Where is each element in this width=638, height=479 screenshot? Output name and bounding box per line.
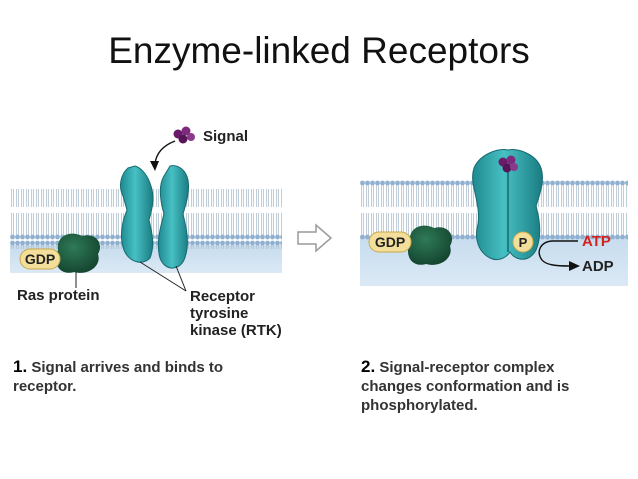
gdp-label-1: GDP: [25, 251, 55, 267]
atp-adp-arrowhead: [569, 261, 580, 271]
ras-protein-2: [407, 225, 453, 265]
signal-label: Signal: [203, 128, 248, 145]
caption-step-2: 2. Signal-receptor complex changes confo…: [361, 357, 631, 415]
signal-molecule-icon: [173, 126, 195, 144]
caption-1-line1: Signal arrives and binds to: [31, 359, 224, 376]
bound-signal-icon: [498, 155, 518, 173]
rtk-pointer-right: [175, 265, 187, 292]
slide-title: Enzyme-linked Receptors: [108, 30, 530, 71]
panel-2: GDP P ATP ADP: [360, 149, 628, 286]
signal-arrowhead: [150, 161, 159, 171]
atp-adp-arrow: [538, 240, 578, 267]
adp-label: ADP: [582, 258, 614, 275]
caption-1-number: 1.: [13, 357, 28, 376]
caption-step-1: 1. Signal arrives and binds to receptor.: [13, 357, 303, 396]
receptor-left-monomer: [120, 165, 154, 263]
gdp-badge-2: [368, 231, 412, 253]
rtk-label-line2: tyrosine: [190, 305, 248, 322]
caption-2-line2: changes conformation and is: [361, 378, 570, 395]
ras-protein-1: [55, 233, 101, 273]
caption-1-line2: receptor.: [13, 378, 77, 395]
phosphate-badge: [512, 231, 534, 253]
gdp-badge-1: [19, 248, 61, 270]
panel-1: GDP Signal Ras protein Receptor tyrosine…: [10, 126, 282, 339]
rtk-label-line3: kinase (RTK): [190, 322, 282, 339]
receptor-right-monomer: [157, 165, 189, 269]
atp-label: ATP: [582, 233, 611, 250]
caption-2-number: 2.: [361, 357, 376, 376]
rtk-pointer-left: [139, 261, 187, 292]
caption-2-line3: phosphorylated.: [361, 397, 478, 414]
signal-arrow: [154, 140, 176, 165]
right-arrow-icon: [297, 223, 333, 253]
gdp-label-2: GDP: [375, 234, 405, 250]
caption-2-line1: Signal-receptor complex: [379, 359, 555, 376]
rtk-label-line1: Receptor: [190, 288, 255, 305]
phosphate-label: P: [519, 235, 528, 250]
ras-protein-label: Ras protein: [17, 287, 100, 304]
